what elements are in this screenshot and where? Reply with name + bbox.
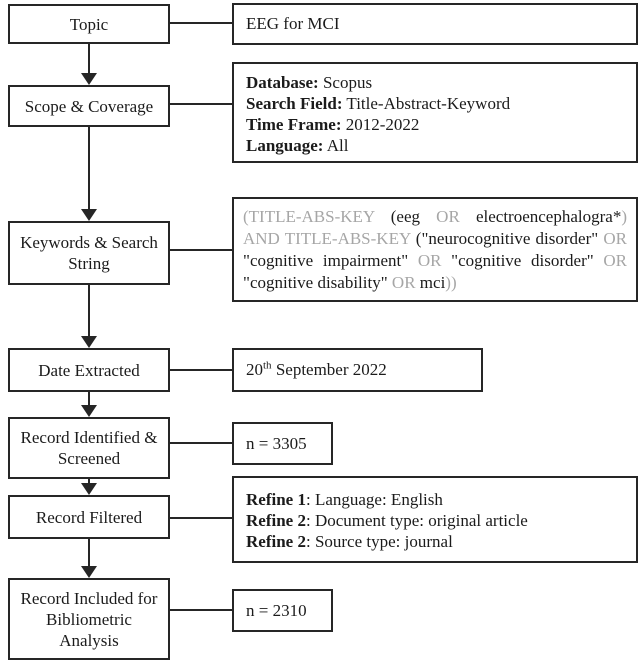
detail-refinements-box: Refine 1: Language: English Refine 2: Do… [232,476,638,563]
records-screened-count: n = 3305 [246,433,307,453]
arrow-line-4 [88,392,90,407]
refine-line-label: Refine 2 [246,511,306,530]
detail-date-extracted-box: 20th September 2022 [232,348,483,392]
flow-step-record-filtered: Record Filtered [8,495,170,539]
search-string-segment: "cognitive impairment" [243,251,409,270]
search-string-segment: (eeg [390,207,420,226]
flow-step-record-identified-screened: Record Identified & Screened [8,417,170,479]
connector-topic [170,22,232,24]
refine-line-1: Refine 1: Language: English [246,489,624,510]
search-string-segment: (TITLE-ABS-KEY [243,207,391,226]
flow-step-label: Record Identified & Screened [20,428,158,468]
connector-screened [170,442,232,444]
arrow-line-6 [88,539,90,568]
arrow-line-2 [88,127,90,211]
scope-line-label: Language: [246,136,324,155]
date-rest: September 2022 [271,360,387,379]
scope-line-time-frame: Time Frame: 2012-2022 [246,114,624,135]
connector-keywords [170,249,232,251]
scope-line-value: All [323,136,349,155]
search-string-segment: ) AND TITLE-ABS-KEY [243,207,627,248]
flow-step-label: Record Filtered [35,507,143,527]
flow-step-label: Date Extracted [38,360,140,380]
arrow-down-head-4 [81,405,97,417]
records-included-count: n = 2310 [246,600,307,620]
scope-line-label: Database: [246,73,319,92]
arrow-down-head-3 [81,336,97,348]
refine-line-3: Refine 2: Source type: journal [246,531,624,552]
arrow-down-head-2 [81,209,97,221]
detail-scope-coverage-box: Database: Scopus Search Field: Title-Abs… [232,62,638,163]
refine-line-label: Refine 2 [246,532,306,551]
search-string-segment: OR [598,229,628,248]
search-string-segment: )) [445,273,457,292]
search-string-segment: OR [420,207,476,226]
arrow-down-head-5 [81,483,97,495]
detail-topic-box: EEG for MCI [232,3,638,45]
arrow-line-5 [88,479,90,485]
date-day: 20 [246,360,263,379]
refine-line-label: Refine 1 [246,490,306,509]
arrow-down-head-1 [81,73,97,85]
connector-scope [170,103,232,105]
refine-line-rest: : Source type: journal [305,532,453,551]
flow-step-label: Record Included for Bibliometric Analysi… [20,588,158,650]
scope-line-database: Database: Scopus [246,72,624,93]
scope-line-value: Title-Abstract-Keyword [342,94,511,113]
search-string-segment: mci [419,273,446,292]
scope-line-search-field: Search Field: Title-Abstract-Keyword [246,93,624,114]
search-string-segment: ("neurocognitive disorder" [415,229,599,248]
flow-step-record-included: Record Included for Bibliometric Analysi… [8,578,170,660]
topic-value: EEG for MCI [246,14,340,33]
refine-line-rest: : Language: English [305,490,443,509]
detail-search-string-box: (TITLE-ABS-KEY (eeg OR electroencephalog… [232,197,638,302]
search-string-segment: OR [593,251,627,270]
scope-line-language: Language: All [246,135,624,156]
flow-step-keywords-search-string: Keywords & Search String [8,221,170,285]
date-ordinal: th [263,359,272,372]
refine-line-2: Refine 2: Document type: original articl… [246,510,624,531]
flow-step-label: Scope & Coverage [24,96,154,116]
search-string-segment: OR [408,251,452,270]
scope-line-value: 2012-2022 [341,115,420,134]
arrow-line-1 [88,44,90,75]
detail-records-included-box: n = 2310 [232,589,333,632]
flow-step-topic: Topic [8,4,170,44]
search-string-segment: electroencephalogra* [475,207,622,226]
search-string-segment: OR [387,273,420,292]
search-string-segment: "cognitive disorder" [451,251,594,270]
scope-line-label: Search Field: [246,94,343,113]
flow-step-label: Keywords & Search String [20,233,158,273]
flow-step-date-extracted: Date Extracted [8,348,170,392]
arrow-down-head-6 [81,566,97,578]
arrow-line-3 [88,285,90,338]
connector-filtered [170,517,232,519]
flow-step-scope-coverage: Scope & Coverage [8,85,170,127]
date-extracted-value: 20th September 2022 [246,360,387,380]
refine-line-rest: : Document type: original article [305,511,528,530]
search-string-segment: "cognitive disability" [243,273,388,292]
scope-line-value: Scopus [318,73,373,92]
detail-records-screened-box: n = 3305 [232,422,333,465]
flow-step-label: Topic [69,14,109,34]
connector-included [170,609,232,611]
scope-line-label: Time Frame: [246,115,342,134]
connector-date [170,369,232,371]
